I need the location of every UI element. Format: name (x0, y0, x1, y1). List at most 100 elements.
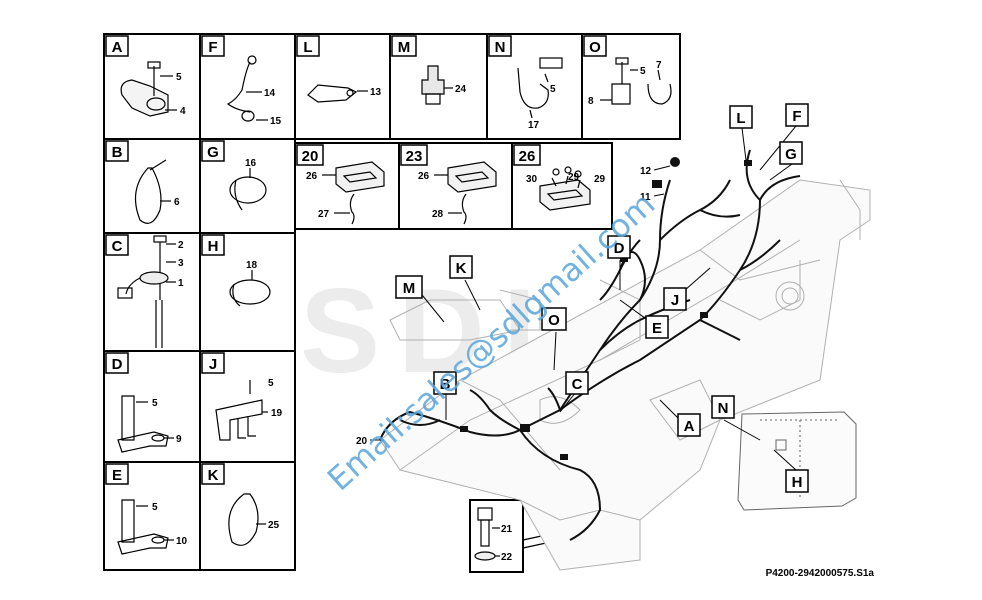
svg-text:D: D (112, 356, 123, 373)
svg-text:K: K (208, 467, 219, 484)
svg-text:4: 4 (180, 106, 186, 117)
tag-D: D (105, 352, 129, 374)
svg-text:N: N (718, 400, 729, 417)
svg-text:L: L (736, 110, 745, 127)
tag-L: L (296, 35, 320, 57)
main-tag-H: H (785, 469, 809, 493)
tag-K: K (201, 463, 225, 485)
tag-O: O (583, 35, 607, 57)
svg-text:L: L (303, 39, 312, 56)
svg-text:O: O (589, 39, 601, 56)
tag-A: A (105, 35, 129, 57)
main-tag-E: E (645, 315, 669, 339)
svg-text:G: G (785, 146, 797, 163)
svg-text:10: 10 (176, 536, 188, 547)
machine-frame (379, 179, 871, 571)
main-tag-F: F (785, 103, 809, 127)
svg-text:20: 20 (356, 436, 368, 447)
svg-text:H: H (792, 474, 803, 491)
svg-text:23: 23 (406, 148, 423, 165)
svg-text:7: 7 (656, 60, 662, 71)
n-plate (737, 411, 857, 511)
svg-text:C: C (572, 376, 583, 393)
main-tag-N: N (711, 395, 735, 419)
drawing-id: P4200-2942000575.S1a (765, 568, 874, 579)
tag-G: G (201, 140, 225, 162)
svg-text:18: 18 (246, 260, 258, 271)
svg-text:J: J (671, 292, 679, 309)
svg-text:22: 22 (501, 552, 513, 563)
tag-E: E (105, 463, 129, 485)
svg-text:G: G (207, 144, 219, 161)
svg-text:30: 30 (526, 174, 538, 185)
svg-text:24: 24 (455, 84, 467, 95)
svg-text:F: F (208, 39, 217, 56)
tag-J: J (201, 352, 225, 374)
main-tag-A: A (677, 413, 701, 437)
svg-text:E: E (112, 467, 122, 484)
svg-text:16: 16 (245, 158, 257, 169)
svg-text:26: 26 (519, 148, 536, 165)
tag-H: H (201, 234, 225, 256)
main-tag-G: G (779, 141, 803, 165)
svg-text:O: O (548, 312, 560, 329)
svg-text:25: 25 (268, 520, 280, 531)
svg-text:14: 14 (264, 88, 276, 99)
main-tag-D: D (607, 235, 631, 259)
main-tag-C: C (565, 371, 589, 395)
main-tag-L: L (729, 105, 753, 129)
svg-text:A: A (112, 39, 123, 56)
main-tag-O: O (541, 307, 567, 331)
svg-text:12: 12 (640, 166, 652, 177)
grid-letter-tags: A F L M N O B G 20 23 26 C H D J E K (105, 35, 607, 485)
svg-text:26: 26 (418, 171, 430, 182)
svg-text:D: D (614, 240, 625, 257)
svg-text:21: 21 (501, 524, 513, 535)
svg-text:5: 5 (550, 84, 556, 95)
svg-text:26: 26 (306, 171, 318, 182)
svg-text:27: 27 (318, 209, 330, 220)
svg-text:5: 5 (640, 66, 646, 77)
tag-F: F (201, 35, 225, 57)
svg-text:M: M (403, 280, 416, 297)
svg-text:19: 19 (271, 408, 283, 419)
main-number-callouts: 12 11 20 (356, 166, 652, 447)
svg-text:3: 3 (178, 258, 184, 269)
main-tag-B: B (433, 371, 457, 395)
main-tag-M: M (395, 275, 423, 299)
svg-text:H: H (208, 238, 219, 255)
tag-C: C (105, 234, 129, 256)
svg-text:28: 28 (432, 209, 444, 220)
svg-text:5: 5 (152, 502, 158, 513)
svg-text:A: A (684, 418, 695, 435)
svg-text:K: K (456, 260, 467, 277)
svg-text:B: B (440, 376, 451, 393)
svg-text:J: J (209, 356, 217, 373)
main-callout-tags: L F G D K M J O E B C A N H (395, 103, 809, 493)
svg-text:9: 9 (176, 434, 182, 445)
svg-text:5: 5 (152, 398, 158, 409)
svg-text:11: 11 (640, 192, 651, 203)
detail-callouts: 5 4 14 15 13 24 5 17 5 7 8 6 16 26 27 26… (152, 60, 662, 563)
wiring-harness (379, 149, 801, 541)
detail-sketches (117, 55, 672, 561)
tag-26: 26 (513, 144, 541, 166)
svg-text:5: 5 (176, 72, 182, 83)
svg-text:E: E (652, 320, 662, 337)
tag-N: N (488, 35, 512, 57)
svg-text:29: 29 (594, 174, 606, 185)
harness-connectors (460, 157, 752, 460)
svg-text:F: F (792, 108, 801, 125)
svg-text:5: 5 (268, 378, 274, 389)
svg-text:13: 13 (370, 87, 382, 98)
svg-text:B: B (112, 144, 123, 161)
tag-B: B (105, 140, 129, 162)
tag-M: M (391, 35, 417, 57)
svg-text:15: 15 (270, 116, 282, 127)
svg-text:N: N (495, 39, 506, 56)
svg-text:17: 17 (528, 120, 540, 131)
main-tag-J: J (663, 287, 687, 311)
svg-text:C: C (112, 238, 123, 255)
